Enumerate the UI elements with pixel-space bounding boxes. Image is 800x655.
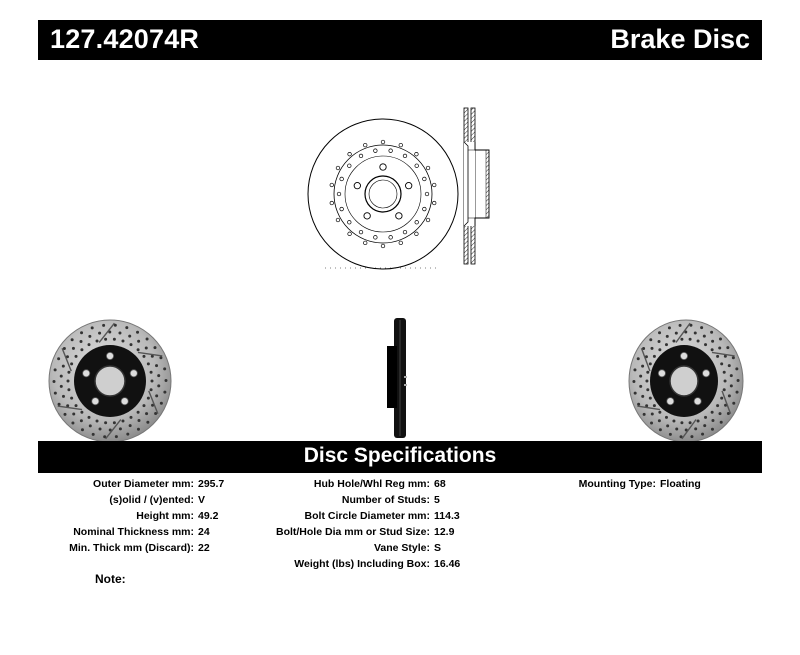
spec-value: 22 <box>198 542 210 554</box>
spec-value: 114.3 <box>434 510 460 522</box>
spec-label: Number of Studs: <box>341 494 430 506</box>
spec-row: Bolt Circle Diameter mm: 114.3 <box>260 508 500 524</box>
spec-value: 5 <box>434 494 440 506</box>
spec-label: Vane Style: <box>373 542 430 554</box>
spec-value: 295.7 <box>198 478 225 490</box>
spec-value: V <box>198 494 206 506</box>
specifications-title: Disc Specifications <box>303 444 497 467</box>
spec-row: Outer Diameter mm: 295.7 <box>40 476 240 492</box>
spec-row: Weight (lbs) Including Box: 16.46 <box>260 556 500 572</box>
spec-row: Number of Studs: 5 <box>260 492 500 508</box>
disc-side-section-drawing <box>463 107 490 265</box>
spec-label: Bolt Circle Diameter mm: <box>304 510 430 522</box>
spec-label: Bolt/Hole Dia mm or Stud Size: <box>275 526 430 538</box>
part-number: 127.42074R <box>50 24 200 54</box>
spec-label: Min. Thick mm (Discard): <box>69 542 194 554</box>
spec-column-2: Hub Hole/Whl Reg mm: 68 Number of Studs: 5… <box>260 476 500 572</box>
spec-label: Weight (lbs) Including Box: <box>294 558 430 570</box>
spec-column-3: Mounting Type: Floating <box>560 476 760 492</box>
spec-label: Height mm: <box>136 510 194 522</box>
spec-row: Vane Style: S <box>260 540 500 556</box>
spec-label: Hub Hole/Whl Reg mm: <box>313 478 430 490</box>
spec-value: 49.2 <box>198 510 219 522</box>
disc-photo-right <box>628 319 744 443</box>
spec-value: 68 <box>434 478 446 490</box>
spec-label: Mounting Type: <box>578 478 656 490</box>
spec-value: 12.9 <box>434 526 455 538</box>
spec-value: S <box>434 542 442 554</box>
header-bar: 127.42074R Brake Disc <box>38 20 762 60</box>
specifications-header: Disc Specifications <box>38 441 762 473</box>
spec-row: Nominal Thickness mm: 24 <box>40 524 240 540</box>
spec-label: Outer Diameter mm: <box>93 478 194 490</box>
disc-photo-edge <box>387 318 407 438</box>
spec-value: 24 <box>198 526 210 538</box>
spec-value: Floating <box>660 478 701 490</box>
spec-row: Bolt/Hole Dia mm or Stud Size: 12.9 <box>260 524 500 540</box>
spec-row: Height mm: 49.2 <box>40 508 240 524</box>
spec-row: Hub Hole/Whl Reg mm: 68 <box>260 476 500 492</box>
spec-label: (s)olid / (v)ented: <box>109 494 194 506</box>
spec-column-1: Outer Diameter mm: 295.7 (s)olid / (v)ent… <box>40 476 240 556</box>
spec-row: Mounting Type: Floating <box>560 476 760 492</box>
spec-value: 16.46 <box>434 558 461 570</box>
document-type: Brake Disc <box>610 24 750 54</box>
disc-photo-left <box>48 319 172 443</box>
spec-row: Min. Thick mm (Discard): 22 <box>40 540 240 556</box>
spec-row: (s)olid / (v)ented: V <box>40 492 240 508</box>
note-label: Note: <box>95 572 126 586</box>
spec-label: Nominal Thickness mm: <box>73 526 194 538</box>
